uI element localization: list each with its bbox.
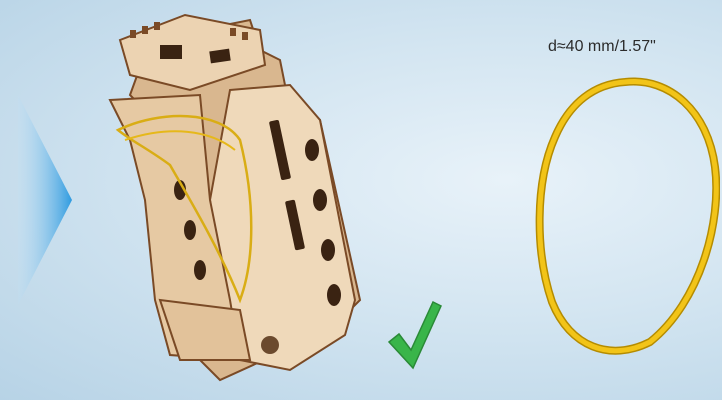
rubber-band-illustration <box>530 72 720 362</box>
wooden-model-illustration <box>90 0 380 400</box>
right-arrow-icon <box>18 95 72 305</box>
checkmark-icon <box>385 298 445 372</box>
band-diameter-label: d≈40 mm/1.57" <box>548 38 656 56</box>
